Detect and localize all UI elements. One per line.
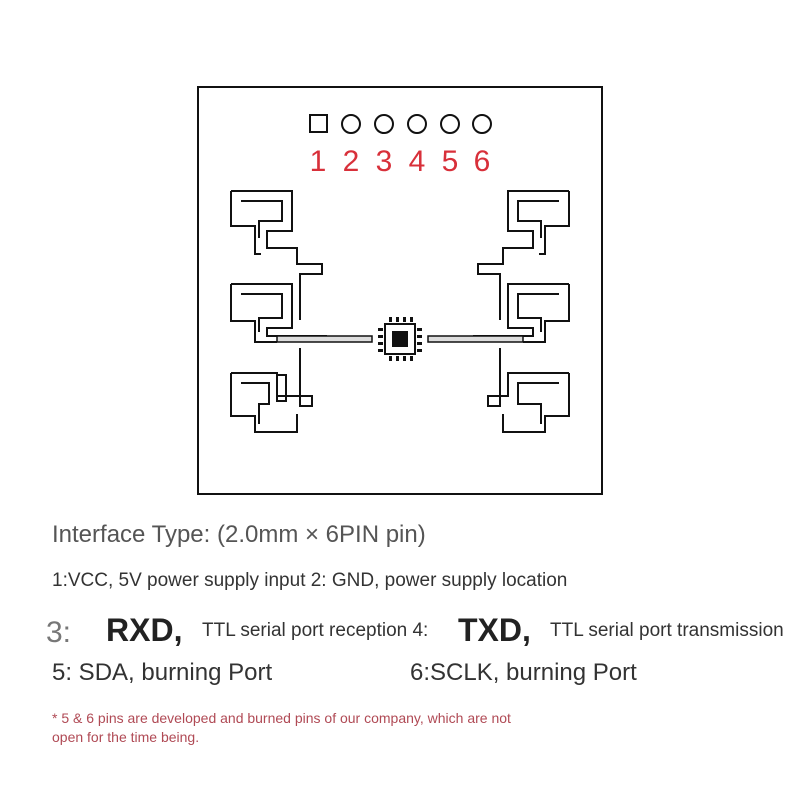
pin-number-1: 1	[310, 145, 327, 178]
left-antenna-1	[231, 190, 323, 320]
pin-number-2: 2	[343, 145, 360, 178]
rf-feed-lines	[276, 335, 524, 343]
right-feed-line	[427, 335, 524, 343]
footnote-line-1: * 5 & 6 pins are developed and burned pi…	[52, 710, 511, 726]
pcb-board-diagram: 1 2 3 4 5 6	[197, 86, 603, 495]
pin-3-desc: TTL serial port reception 4:	[202, 620, 429, 641]
left-antenna-3	[231, 348, 313, 407]
pin-1-2-description: 1:VCC, 5V power supply input 2: GND, pow…	[52, 570, 568, 591]
footnote-line-2: open for the time being.	[52, 729, 200, 745]
left-feed-line	[276, 335, 373, 343]
pin-number-5: 5	[442, 145, 459, 178]
right-antenna-3	[487, 348, 569, 407]
radar-ic-chip	[378, 317, 422, 361]
pin-number-4: 4	[409, 145, 426, 178]
pin-number-6: 6	[474, 145, 491, 178]
pin-5-description: 5: SDA, burning Port	[52, 659, 273, 686]
pin-6-description: 6:SCLK, burning Port	[410, 659, 637, 686]
pin-4-name: TXD,	[458, 612, 531, 648]
pin-3-number: 3:	[46, 616, 72, 649]
board-outline	[197, 86, 603, 495]
left-antenna-array	[230, 190, 327, 433]
pin-3-name: RXD,	[106, 612, 183, 648]
pin-6-pad	[472, 114, 492, 134]
interface-type-title: Interface Type: (2.0mm × 6PIN pin)	[52, 521, 426, 548]
right-antenna-1	[477, 190, 569, 320]
pin-number-3: 3	[376, 145, 393, 178]
pin-4-pad	[407, 114, 427, 134]
left-small-component	[276, 374, 287, 402]
footnote: * 5 & 6 pins are developed and burned pi…	[52, 709, 652, 747]
pin-5-pad	[440, 114, 460, 134]
pin-1-square-pad	[309, 114, 328, 133]
pin-3-pad	[374, 114, 394, 134]
pin-2-pad	[341, 114, 361, 134]
pcb-layout-svg: 1 2 3 4 5 6	[197, 86, 603, 495]
pin-4-desc: TTL serial port transmission	[550, 620, 784, 641]
